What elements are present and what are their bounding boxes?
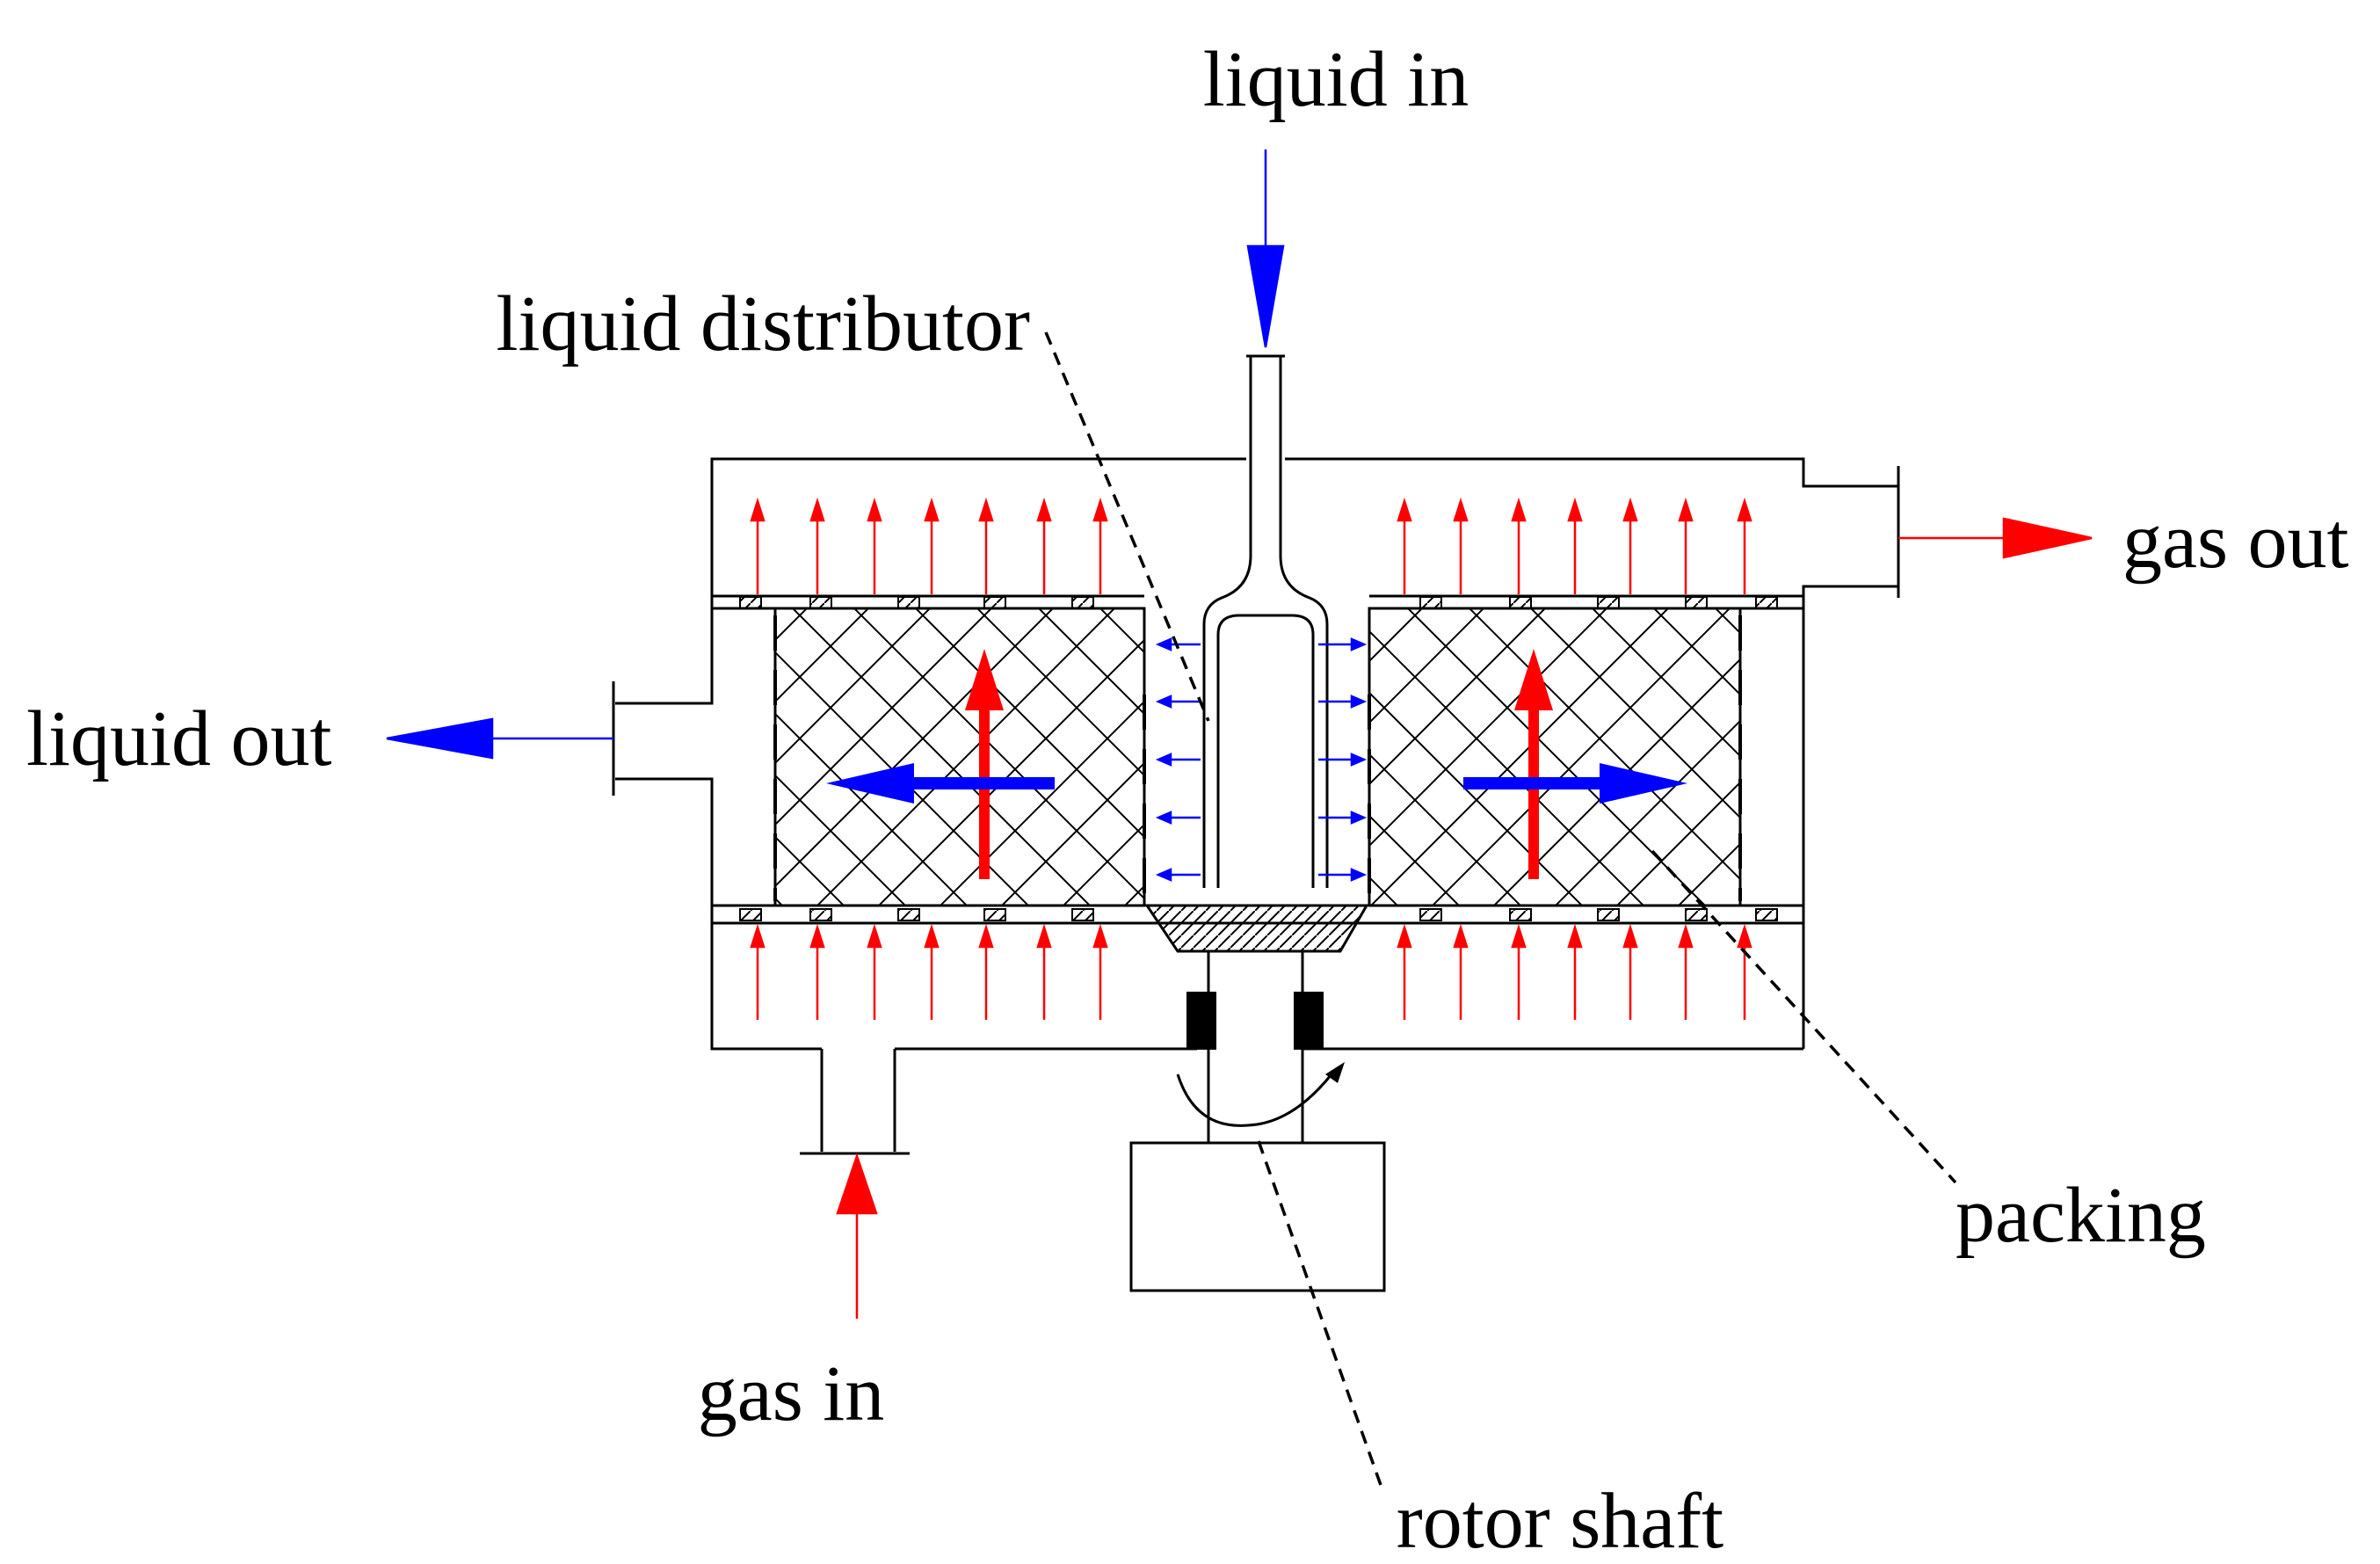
gas-arrows-lower-left: [750, 923, 1108, 1020]
packing-screens: [773, 615, 1742, 906]
liquid-distributor: [1202, 354, 1329, 888]
gas-arrows-upper-left: [750, 497, 1108, 594]
rotor-hub: [1144, 904, 1369, 1143]
label-liquid-in: liquid in: [1203, 36, 1469, 123]
packing-left: [773, 607, 1146, 907]
liquid-spray-arrows-left: [1155, 637, 1201, 882]
gas-radial-arrow-right: [1514, 649, 1553, 879]
gas-arrows-upper-right: [1397, 497, 1752, 594]
label-packing: packing: [1956, 1172, 2206, 1259]
liquid-radial-arrow-right: [1463, 763, 1687, 804]
liquid-radial-arrow-left: [826, 763, 1055, 804]
leader-rotor-shaft: [1257, 1140, 1383, 1488]
gas-radial-arrow-left: [965, 649, 1004, 879]
gas-inlet-arrow: [836, 1153, 878, 1319]
seal-blocks: [739, 596, 1778, 921]
label-liquid-out: liquid out: [26, 695, 332, 782]
liquid-inlet-arrow: [1246, 149, 1285, 348]
gas-inlet-nozzle: [800, 1049, 910, 1155]
leader-liquid-distributor: [1044, 331, 1210, 722]
gas-arrows-lower-right: [1397, 923, 1752, 1020]
motor: [1129, 1141, 1386, 1292]
gas-outlet-arrow: [1898, 517, 2093, 559]
liquid-outlet-arrow: [386, 717, 613, 760]
label-liquid-distributor: liquid distributor: [497, 280, 1031, 367]
leader-packing: [1651, 849, 1957, 1184]
gas-flow-arrows: [750, 497, 2093, 1319]
packing-right: [1368, 607, 1742, 907]
label-gas-in: gas in: [698, 1350, 884, 1437]
liquid-flow-arrows: [386, 149, 1687, 882]
liquid-spray-arrows-right: [1318, 637, 1368, 882]
label-gas-out: gas out: [2122, 498, 2348, 585]
label-rotor-shaft: rotor shaft: [1397, 1478, 1723, 1564]
leader-lines: [1044, 331, 1957, 1488]
